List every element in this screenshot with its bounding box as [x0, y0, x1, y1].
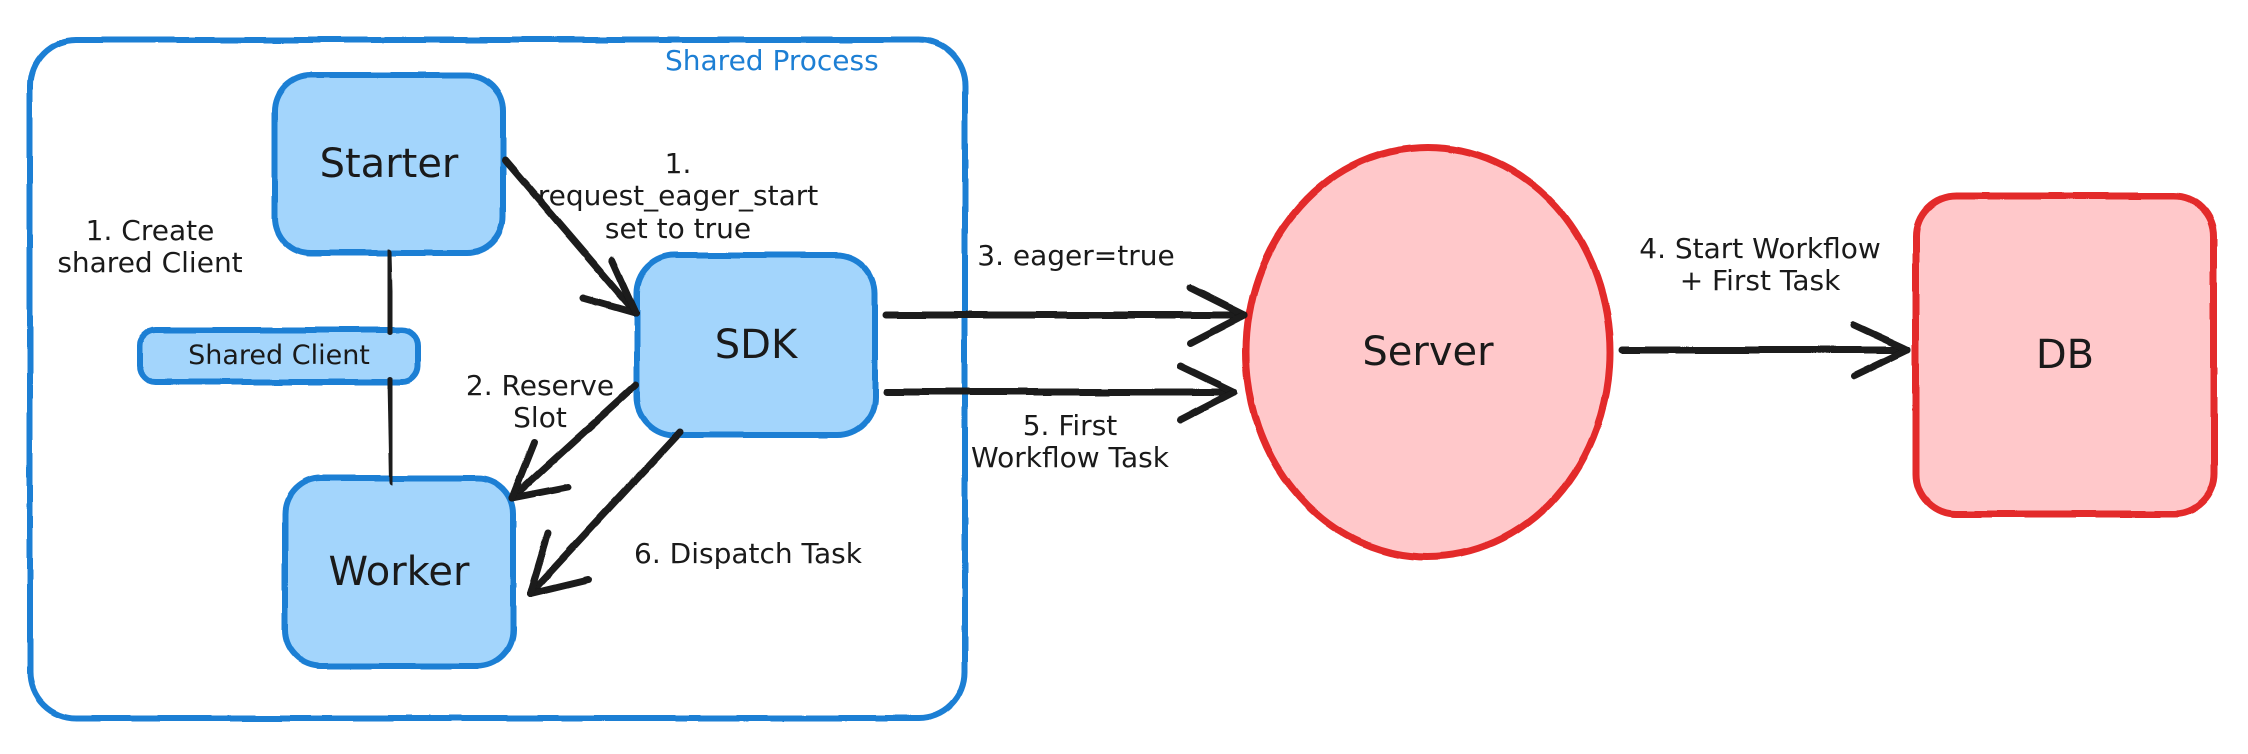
edge-request-eager-start-arrow: [501, 156, 640, 317]
edge-reserve-slot-arrow: [508, 381, 640, 502]
node-db-shape[interactable]: [1912, 192, 2218, 518]
edge-create-shared-client-line: [385, 249, 395, 485]
edge-start-workflow-first-task-arrow: [1618, 321, 1912, 380]
node-sdk-shape[interactable]: [634, 252, 878, 438]
node-worker-shape[interactable]: [282, 475, 516, 669]
shared-process-container: [27, 37, 968, 721]
node-shared-client-shape[interactable]: [137, 327, 421, 385]
edge-eager-true-arrow: [882, 284, 1248, 347]
edge-dispatch-task-arrow: [526, 428, 684, 598]
node-starter-shape[interactable]: [272, 72, 506, 256]
node-server-shape[interactable]: [1242, 143, 1614, 561]
edge-first-workflow-task-arrow: [882, 362, 1238, 424]
